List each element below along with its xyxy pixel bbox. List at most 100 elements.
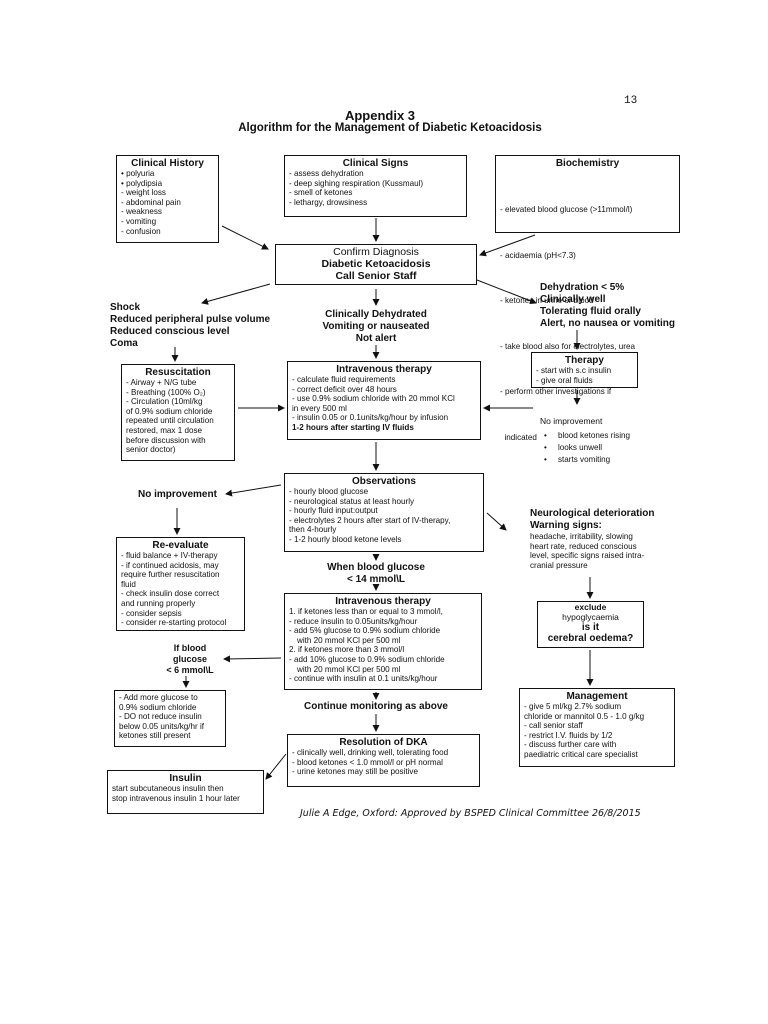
list-item: - Breathing (100% O₂) [126,387,206,397]
arrow-obs-to-noimprovement [225,484,282,497]
list-item: 1-2 hours after starting IV fluids [292,422,414,432]
therapy-box: Therapy - start with s.c insulin - give … [531,352,638,388]
management-box: Management - give 5 ml/kg 2.7% sodium ch… [519,688,675,767]
iv-therapy-title: Intravenous therapy [336,364,432,375]
list-item: chloride or mannitol 0.5 - 1.0 g/kg [524,711,645,721]
add-glucose-box: - Add more glucose to 0.9% sodium chlori… [114,690,226,747]
list-item: - clinically well, drinking well, tolera… [292,748,449,757]
list-item: - assess dehydration [289,169,364,178]
list-item: - urine ketones may still be positive [292,767,418,777]
list-item: blood ketones rising [540,430,630,442]
no-improvement-right: No improvement blood ketones rising look… [540,416,630,466]
list-item: - deep sighing respiration (Kussmaul) [289,178,424,188]
neuro-line: level, specific signs raised intra- [530,551,645,561]
list-item: - give 5 ml/kg 2.7% sodium [524,702,622,711]
list-item: - start with s.c insulin [536,366,612,375]
biochemistry-box: Biochemistry - elevated blood glucose (>… [495,155,680,442]
list-item: - fluid balance + IV-therapy [121,551,218,560]
list-item: - confusion [121,226,161,236]
list-item: - ketones in urine or blood [500,296,594,306]
list-item: fluid [121,579,136,589]
list-item: 2. if ketones more than 3 mmol/l [289,645,405,655]
list-item: - lethargy, drowsiness [289,197,368,207]
list-item: - add 5% glucose to 0.9% sodium chloride [289,626,441,636]
add-glucose-list: - Add more glucose to 0.9% sodium chlori… [119,693,221,741]
list-item: - abdominal pain [121,197,181,207]
mild-line: Alert, no nausea or vomiting [540,318,676,329]
glucose-line: < 14 mmol\L [346,574,406,585]
shock-line: Reduced peripheral pulse volume [110,314,271,325]
neuro-line: headache, irritability, slowing [530,532,633,541]
list-item: - continue with insulin at 0.1 units/kg/… [289,674,438,684]
list-item: - weight loss [121,188,166,198]
insulin-line: start subcutaneous insulin then [112,784,224,793]
dehydrated-line: Clinically Dehydrated [325,309,427,320]
biochemistry-title: Biochemistry [555,158,620,169]
glucose-line: When blood glucose [327,562,425,573]
insulin-title: Insulin [169,773,202,784]
re-evaluate-list: - fluid balance + IV-therapy - if contin… [121,551,240,628]
is-it-label: is it [581,622,600,633]
list-item: - reduce insulin to 0.05units/kg/hour [289,616,418,626]
therapy-title: Therapy [565,355,604,366]
low-glucose-line: If blood [173,643,207,653]
resuscitation-list: - Airway + N/G tube - Breathing (100% O₂… [126,378,230,455]
arrow-confirm-to-shock [201,283,271,305]
iv-therapy-initial-box: Intravenous therapy - calculate fluid re… [287,361,481,440]
re-evaluate-box: Re-evaluate - fluid balance + IV-therapy… [116,537,245,631]
page-number: 13 [624,95,638,107]
clinical-history-box: Clinical History • polyuria • polydipsia… [116,155,219,243]
low-glucose-label: If blood glucose < 6 mmol\L [160,643,220,676]
list-item: require further resuscitation [121,570,220,580]
list-item: senior doctor) [126,445,176,455]
insulin-box: Insulin start subcutaneous insulin then … [107,770,264,814]
dehydrated-line: Vomiting or nauseated [322,321,430,332]
iv-therapy-glucose-box: Intravenous therapy 1. if ketones less t… [284,593,482,690]
arrow-iv2-to-lowglucose [223,655,282,663]
list-item: - hourly blood glucose [289,487,369,496]
list-item: - correct deficit over 48 hours [292,384,397,394]
list-item: - restrict I.V. fluids by 1/2 [524,730,613,740]
list-item: - Add more glucose to [119,693,198,702]
therapy-list: - start with s.c insulin - give oral flu… [536,366,633,385]
list-item: • polydipsia [121,178,163,188]
clinical-signs-list: - assess dehydration - deep sighing resp… [289,169,462,207]
resuscitation-title: Resuscitation [145,367,211,378]
list-item: and running properly [121,598,196,608]
list-item: 0.9% sodium chloride [119,702,197,712]
warning-signs-title: Warning signs: [530,520,602,531]
clinical-signs-box: Clinical Signs - assess dehydration - de… [284,155,467,217]
list-item: - calculate fluid requirements [292,375,396,384]
list-item: with 20 mmol KCl per 500 ml [297,635,401,645]
list-item: - discuss further care with [524,740,617,750]
dehydrated-line: Not alert [355,333,397,344]
biochemistry-list: - elevated blood glucose (>11mmol/l) - a… [500,169,675,479]
neurological-deterioration: Neurological deterioration Warning signs… [530,508,654,570]
arrow-obs-to-neuro [486,512,507,531]
list-item: then 4-hourly [289,525,337,535]
list-item: ketones still present [119,731,191,741]
hypoglycaemia-label: hypoglycaemia [562,611,619,622]
list-item: restored, max 1 dose [126,425,203,435]
list-item: before discussion with [126,435,206,445]
arrow-history-to-confirm [221,225,269,250]
algorithm-title: Algorithm for the Management of Diabetic… [238,122,542,134]
low-glucose-line: glucose [172,654,207,664]
cerebral-oedema-label: cerebral oedema? [547,633,634,644]
shock-line: Shock [110,302,141,313]
list-item: - consider sepsis [121,608,182,618]
iv-therapy-title: Intravenous therapy [335,596,431,607]
shock-line: Reduced conscious level [110,326,230,337]
list-item: - smell of ketones [289,188,353,198]
list-item: - perform other investigations if [500,387,612,397]
confirm-diagnosis-box: Confirm Diagnosis Diabetic Ketoacidosis … [275,244,477,285]
mild-line: Dehydration < 5% [540,282,625,293]
list-item: looks unwell [540,442,630,454]
continue-monitoring-label: Continue monitoring as above [304,701,448,712]
list-item: indicated [500,432,537,442]
list-item: - hourly fluid input:output [289,506,378,516]
list-item: - electrolytes 2 hours after start of IV… [289,515,451,525]
list-item: of 0.9% sodium chloride [126,406,213,416]
list-item: - DO not reduce insulin [119,712,202,722]
list-item: - insulin 0.05 or 0.1units/kg/hour by in… [292,413,449,423]
